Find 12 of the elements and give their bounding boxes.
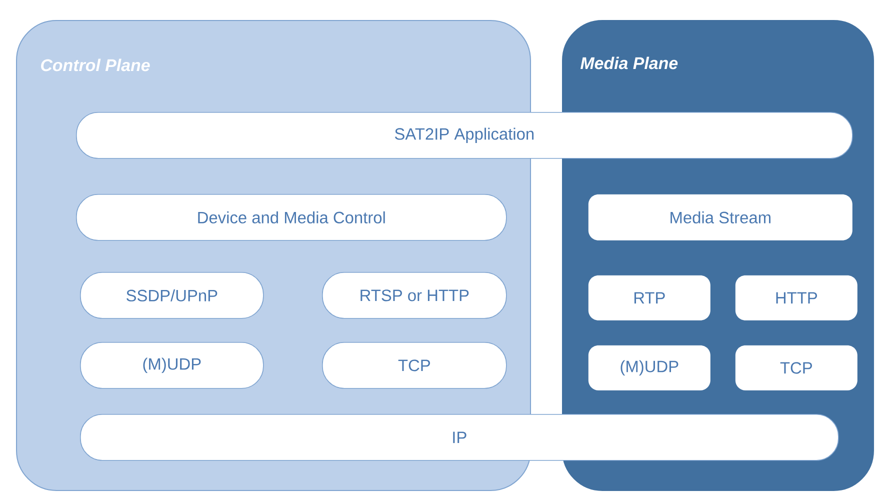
protocol-box: RTP	[588, 275, 710, 320]
protocol-box: TCP	[735, 345, 858, 390]
protocol-box: (M)UDP	[588, 345, 710, 390]
protocol-box: (M)UDP	[80, 342, 264, 389]
protocol-box: HTTP	[735, 275, 858, 320]
protocol-box: RTSP or HTTP	[322, 272, 507, 319]
protocol-box: SSDP/UPnP	[80, 272, 264, 319]
protocol-box: Device and Media Control	[76, 194, 507, 241]
layer-bar: IP	[80, 414, 839, 461]
protocol-box: Media Stream	[588, 194, 852, 240]
protocol-box: TCP	[322, 342, 507, 389]
layer-bar: SAT2IP Application	[76, 112, 853, 159]
